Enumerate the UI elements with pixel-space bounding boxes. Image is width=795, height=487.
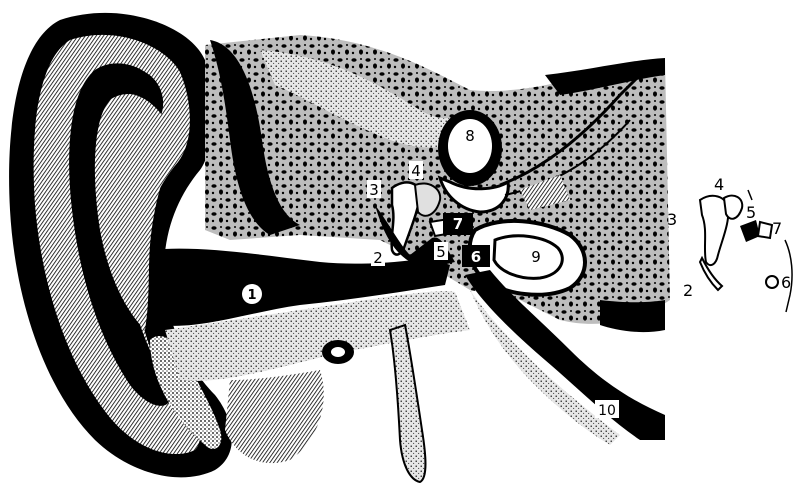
label-9: 9 bbox=[531, 248, 541, 266]
inset-label-2: 2 bbox=[683, 281, 693, 300]
inset-arrow-5 bbox=[748, 190, 752, 200]
inset-stapes bbox=[740, 220, 760, 242]
label-6: 6 bbox=[471, 248, 481, 266]
label-10: 10 bbox=[598, 403, 616, 419]
styloid-process bbox=[390, 325, 426, 482]
inset-label-6: 6 bbox=[781, 273, 791, 292]
external-auditory-canal bbox=[150, 249, 470, 381]
inset-label-3: 3 bbox=[667, 210, 677, 229]
label-1: 1 bbox=[247, 288, 256, 303]
label-2: 2 bbox=[373, 249, 383, 267]
label-3: 3 bbox=[369, 181, 379, 199]
pharyngeal-wall bbox=[600, 300, 665, 332]
ossicles-inset: 3 4 5 7 6 2 bbox=[667, 175, 792, 312]
inset-label-5: 5 bbox=[746, 203, 756, 222]
label-4: 4 bbox=[411, 162, 421, 180]
inset-label-7: 7 bbox=[772, 219, 782, 238]
inset-label-4: 4 bbox=[714, 175, 724, 194]
label-8: 8 bbox=[465, 127, 475, 145]
inset-incus bbox=[724, 196, 742, 219]
label-5: 5 bbox=[436, 243, 446, 261]
mastoid-tissue bbox=[225, 370, 324, 463]
inset-oval-window bbox=[758, 222, 772, 238]
inset-round-window bbox=[766, 276, 778, 288]
label-7: 7 bbox=[453, 215, 463, 233]
pinna bbox=[9, 13, 232, 477]
lower-vessel-inner bbox=[331, 347, 345, 357]
